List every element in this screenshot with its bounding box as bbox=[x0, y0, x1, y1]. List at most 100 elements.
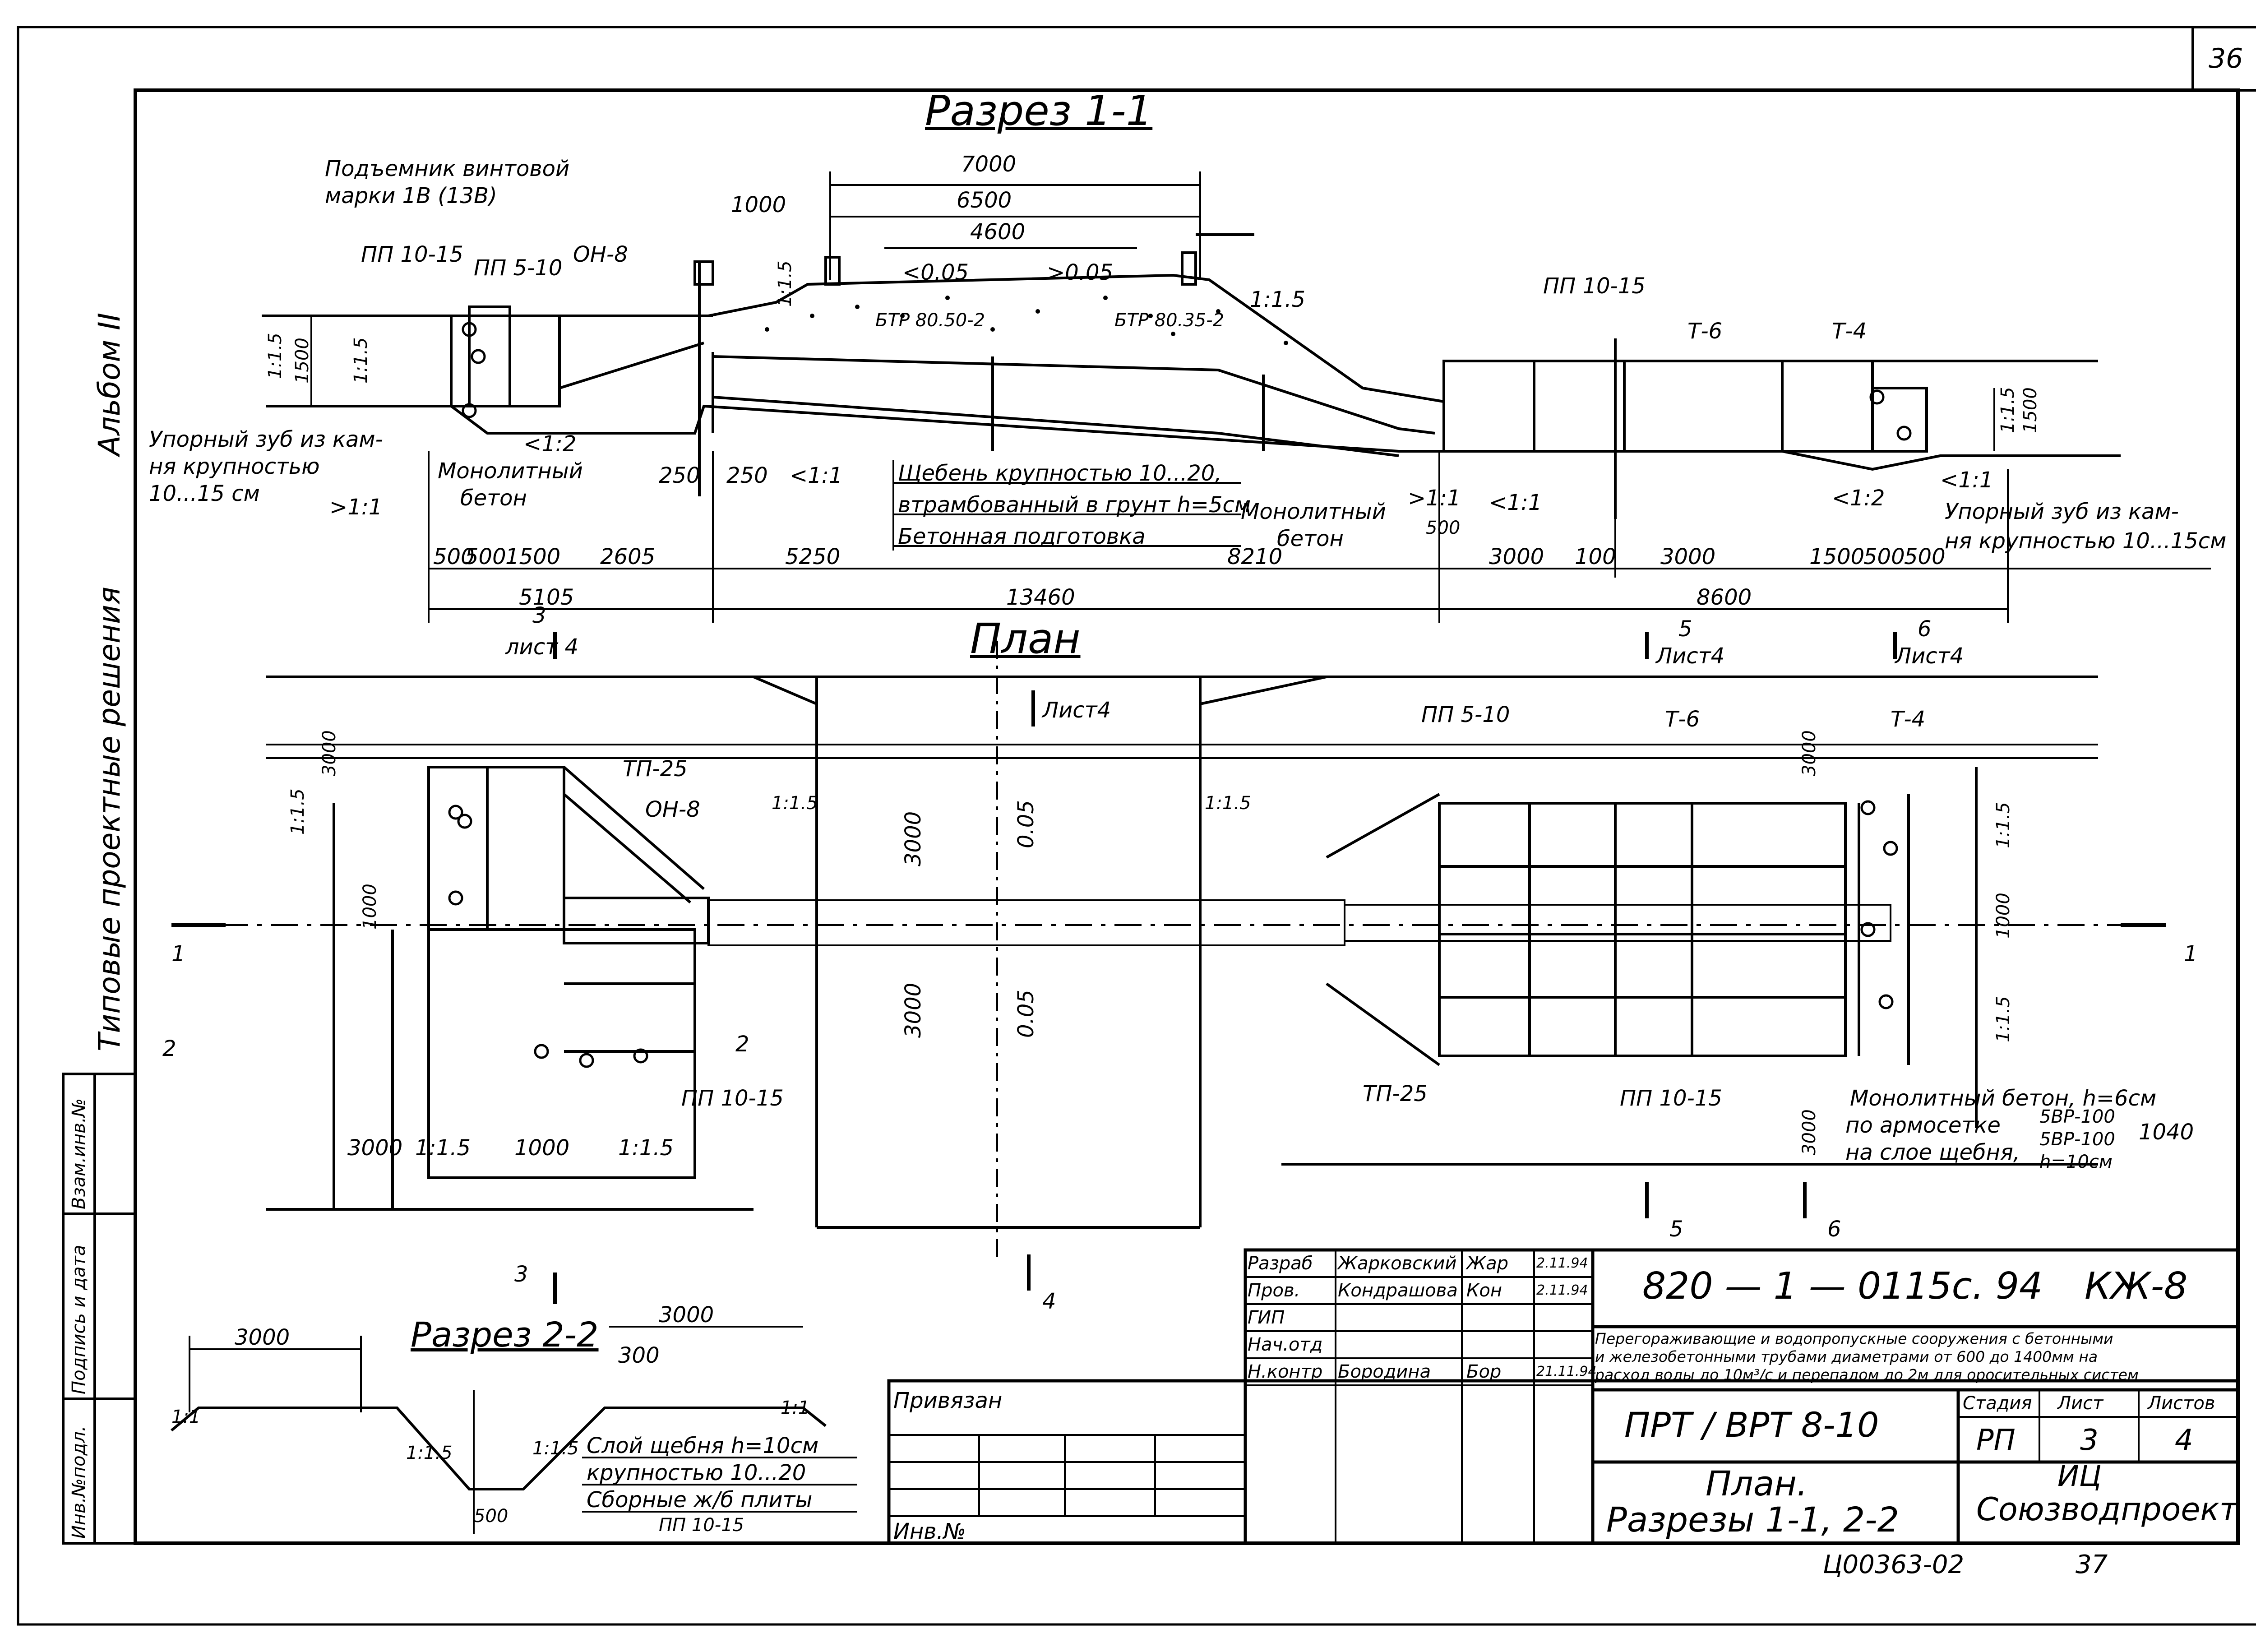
plan-h10: h=10см bbox=[2039, 1152, 2113, 1172]
plan-dim-3000-c: 3000 bbox=[901, 982, 926, 1038]
plan-tp25-bottom: ТП-25 bbox=[1363, 1081, 1428, 1106]
row2-8600: 8600 bbox=[1697, 585, 1752, 610]
tb-date-0: 2.11.94 bbox=[1536, 1255, 1588, 1271]
cut-6-bottom: 6 bbox=[1827, 1217, 1841, 1242]
tb-desc-1: Перегораживающие и водопропускные сооруж… bbox=[1595, 1330, 2113, 1347]
side-dim-1500-right: 1500 bbox=[2020, 387, 2041, 433]
cut-6-sheet: Лист4 bbox=[1895, 643, 1964, 669]
cut-4-sheet: Лист4 bbox=[1042, 698, 1111, 723]
tb-role-4: Н.контр bbox=[1248, 1361, 1323, 1382]
callout-t4: Т-4 bbox=[1832, 319, 1867, 344]
plan-dim-slope-f: 1:1.5 bbox=[415, 1135, 471, 1161]
mono-right-1: Монолитный bbox=[1241, 499, 1386, 524]
plan-dim-3000-b: 3000 bbox=[901, 811, 926, 866]
slope-f: <1:2 bbox=[523, 431, 577, 457]
s22-slope-a: 1:1 bbox=[171, 1407, 201, 1427]
row1-3000a: 3000 bbox=[1489, 544, 1544, 569]
callout-on8: ОН-8 bbox=[573, 242, 628, 267]
cut-1-left: 1 bbox=[171, 941, 185, 967]
plan-t6: Т-6 bbox=[1665, 707, 1700, 732]
row1-1500b: 1500 bbox=[1809, 544, 1865, 569]
callout-t6: Т-6 bbox=[1687, 319, 1723, 344]
row1-8210: 8210 bbox=[1227, 544, 1283, 569]
gravel-2: втрамбованный в грунт h=5см bbox=[898, 492, 1251, 518]
plan-dim-1000-a: 1000 bbox=[360, 884, 380, 930]
tb-object: ПРТ / ВРТ 8-10 bbox=[1624, 1405, 1879, 1445]
plan-mono-3: на слое щебня, bbox=[1845, 1140, 2020, 1165]
tb-name-line-2: Разрезы 1-1, 2-2 bbox=[1606, 1499, 1899, 1540]
tb-name-1: Кондрашова bbox=[1338, 1280, 1458, 1301]
tb-role-2: ГИП bbox=[1248, 1307, 1285, 1328]
dim-500: 500 bbox=[1426, 518, 1461, 538]
slope-d: 1:1.5 bbox=[1250, 287, 1306, 312]
row1-3000b: 3000 bbox=[1660, 544, 1716, 569]
tb-sheets: 4 bbox=[2175, 1424, 2193, 1457]
mono-right-2: бетон bbox=[1277, 526, 1344, 551]
plan-dim-slope-c: 1:1.5 bbox=[1205, 793, 1251, 814]
side-dim-1-1.5-left: 1:1.5 bbox=[351, 337, 371, 384]
tb-privyazan: Привязан bbox=[893, 1388, 1003, 1413]
row1-500c: 500 bbox=[1863, 544, 1905, 569]
row2-13460: 13460 bbox=[1006, 585, 1075, 610]
row1-500a: 500 bbox=[433, 544, 475, 569]
tb-name-4: Бородина bbox=[1338, 1361, 1431, 1382]
section-1-1-title: Разрез 1-1 bbox=[925, 87, 1153, 135]
callout-pp1015-left: ПП 10-15 bbox=[361, 242, 463, 267]
plan-on8: ОН-8 bbox=[645, 797, 700, 822]
tb-sign-1: Кон bbox=[1466, 1280, 1502, 1301]
tb-sheet: 3 bbox=[2080, 1424, 2099, 1457]
tb-role-3: Нач.отд bbox=[1248, 1334, 1323, 1355]
tb-desc-2: и железобетонными трубами диаметрами от … bbox=[1595, 1348, 2098, 1365]
tb-mark: КЖ-8 bbox=[2085, 1265, 2188, 1308]
s22-note-2: крупностью 10...20 bbox=[587, 1460, 806, 1485]
row1-2605: 2605 bbox=[600, 544, 656, 569]
gravel-1: Щебень крупностью 10...20, bbox=[898, 461, 1222, 486]
plan-dim-0.05-b: 0.05 bbox=[1013, 990, 1039, 1038]
side-dim-1-1.5-right: 1:1.5 bbox=[1997, 387, 2018, 433]
tb-sign-0: Жар bbox=[1466, 1253, 1508, 1274]
callout-btr-50: БТР 80.50-2 bbox=[875, 310, 985, 331]
plan-dim-1000-b: 1000 bbox=[1993, 893, 2014, 939]
title-block-grid bbox=[887, 1248, 2240, 1545]
plan-geometry bbox=[171, 632, 2166, 1304]
row1-1500: 1500 bbox=[505, 544, 561, 569]
stamp-inv-podl: Инв.№подл. bbox=[69, 1425, 89, 1539]
slope-l: <1:1 bbox=[1940, 467, 1993, 493]
plan-mesh-1: 5ВР-100 bbox=[2039, 1106, 2115, 1127]
dim-4600: 4600 bbox=[970, 219, 1026, 245]
cut-1-right: 1 bbox=[2184, 941, 2198, 967]
s22-dim-3000-a: 3000 bbox=[235, 1325, 290, 1350]
tb-role-1: Пров. bbox=[1248, 1280, 1300, 1301]
plan-title: План bbox=[970, 615, 1081, 663]
slope-g: >1:1 bbox=[329, 495, 383, 520]
dim-250-a: 250 bbox=[659, 463, 700, 488]
cut-6-num: 6 bbox=[1918, 616, 1932, 642]
tb-org-1: ИЦ bbox=[2057, 1460, 2102, 1493]
tb-stage: РП bbox=[1976, 1424, 2016, 1457]
tb-sheets-header: Листов bbox=[2148, 1393, 2215, 1414]
side-dim-1500-left: 1500 bbox=[292, 338, 313, 384]
stamp-podpis-data: Подпись и дата bbox=[69, 1245, 89, 1394]
tb-name-0: Жарковский bbox=[1338, 1253, 1457, 1274]
plan-mono-2: по армосетке bbox=[1845, 1113, 2001, 1138]
row1-500d: 500 bbox=[1904, 544, 1946, 569]
slope-c: 1:1.5 bbox=[775, 260, 795, 307]
tb-format: Ц00363-02 bbox=[1823, 1550, 1965, 1579]
s22-note-3: Сборные ж/б плиты bbox=[587, 1487, 813, 1513]
plan-dim-3000-a: 3000 bbox=[319, 730, 340, 776]
slope-a: <0.05 bbox=[902, 260, 969, 285]
plan-dim-slope-b: 1:1.5 bbox=[772, 793, 818, 814]
plan-pp1015-right: ПП 10-15 bbox=[1620, 1086, 1722, 1111]
stop-tooth-right-1: Упорный зуб из кам- bbox=[1945, 499, 2179, 524]
dim-7000: 7000 bbox=[961, 152, 1017, 177]
tb-date-1: 2.11.94 bbox=[1536, 1282, 1588, 1298]
plan-dim-0.05-a: 0.05 bbox=[1013, 800, 1039, 848]
plan-mesh-n: 1040 bbox=[2139, 1120, 2194, 1145]
stop-tooth-left-1: Упорный зуб из кам- bbox=[149, 427, 383, 452]
row2-5105: 5105 bbox=[519, 585, 574, 610]
gravel-hatch bbox=[765, 296, 1288, 345]
s22-slope-b: 1:1.5 bbox=[406, 1443, 453, 1463]
slope-j: <1:1 bbox=[1489, 490, 1542, 515]
s22-note-1: Слой щебня h=10см bbox=[587, 1433, 819, 1458]
